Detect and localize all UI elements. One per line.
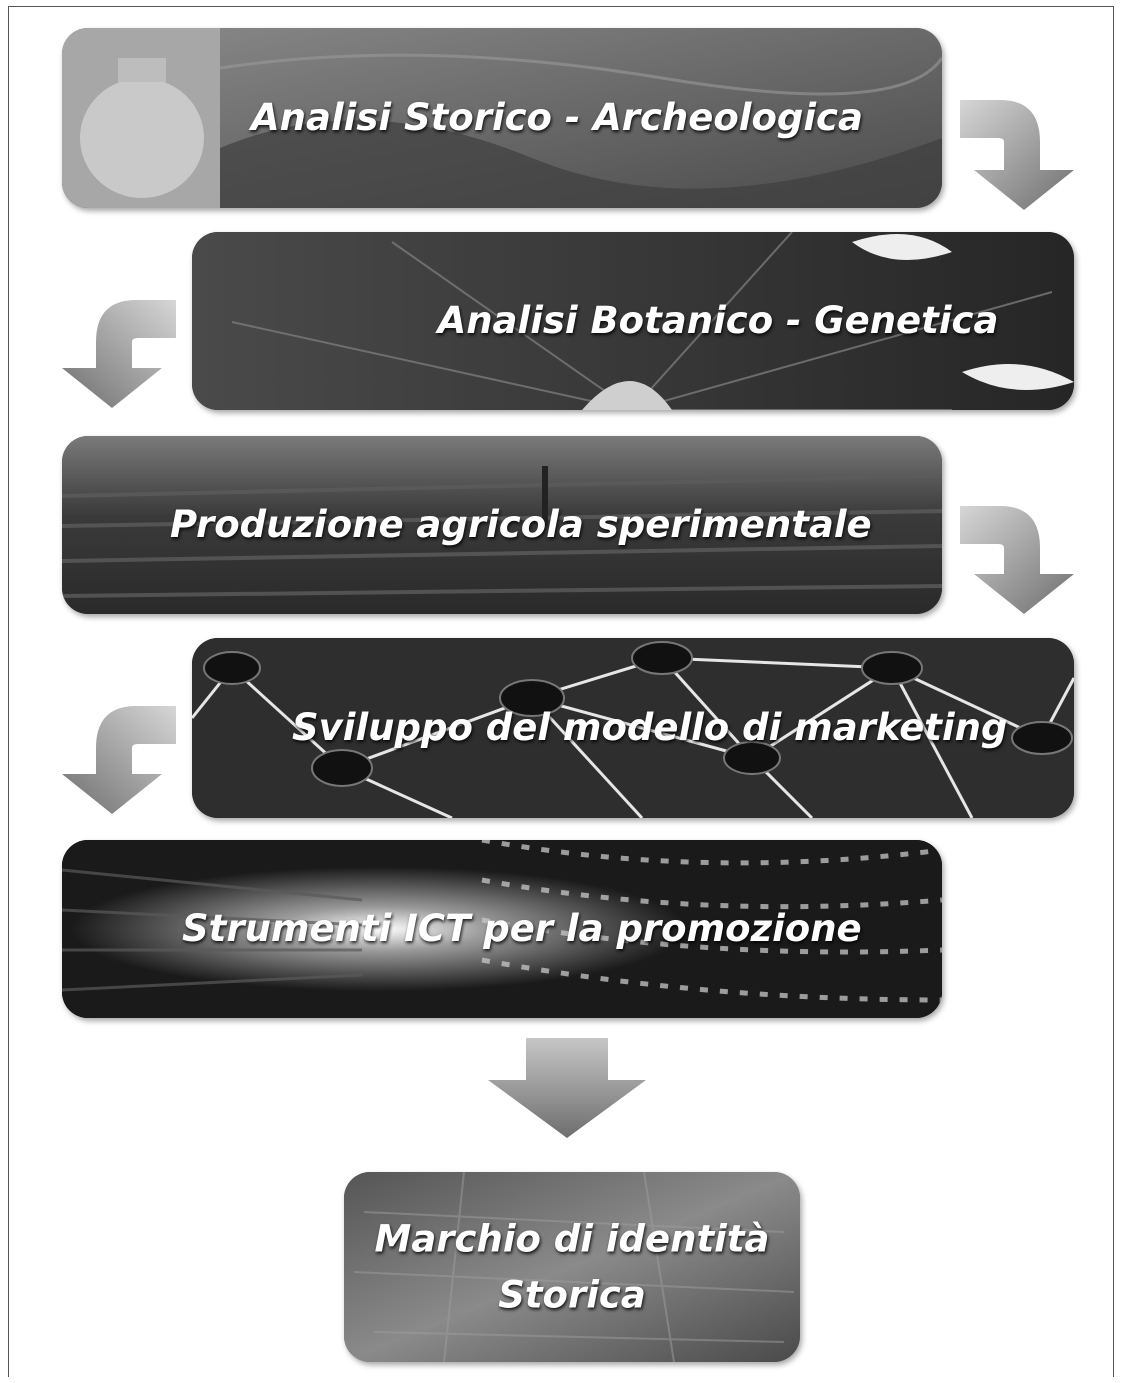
step-label: Sviluppo del modello di marketing <box>292 701 1074 755</box>
amphora-icon <box>80 78 204 198</box>
curved-arrow-down-left-icon <box>58 702 178 818</box>
step-sviluppo-modello-marketing: Sviluppo del modello di marketing <box>192 638 1074 818</box>
step-label: Analisi Botanico - Genetica <box>362 294 1074 348</box>
step-produzione-agricola-sperimentale: Produzione agricola sperimentale <box>62 436 942 614</box>
curved-arrow-down-right-icon <box>958 502 1078 618</box>
step-label: Analisi Storico - Archeologica <box>212 91 902 145</box>
curved-arrow-down-right-icon <box>958 96 1078 214</box>
step-strumenti-ict-promozione: Strumenti ICT per la promozione <box>62 840 942 1018</box>
step-label: Strumenti ICT per la promozione <box>182 902 942 956</box>
step-label: Produzione agricola sperimentale <box>170 498 942 552</box>
step-analisi-botanico-genetica: Analisi Botanico - Genetica <box>192 232 1074 410</box>
step-marchio-identita-storica: Marchio di identità Storica <box>344 1172 800 1362</box>
step-analisi-storico-archeologica: Analisi Storico - Archeologica <box>62 28 942 208</box>
step-label: Marchio di identità Storica <box>344 1212 800 1323</box>
curved-arrow-down-left-icon <box>58 296 178 412</box>
arrow-down-icon <box>486 1036 648 1140</box>
